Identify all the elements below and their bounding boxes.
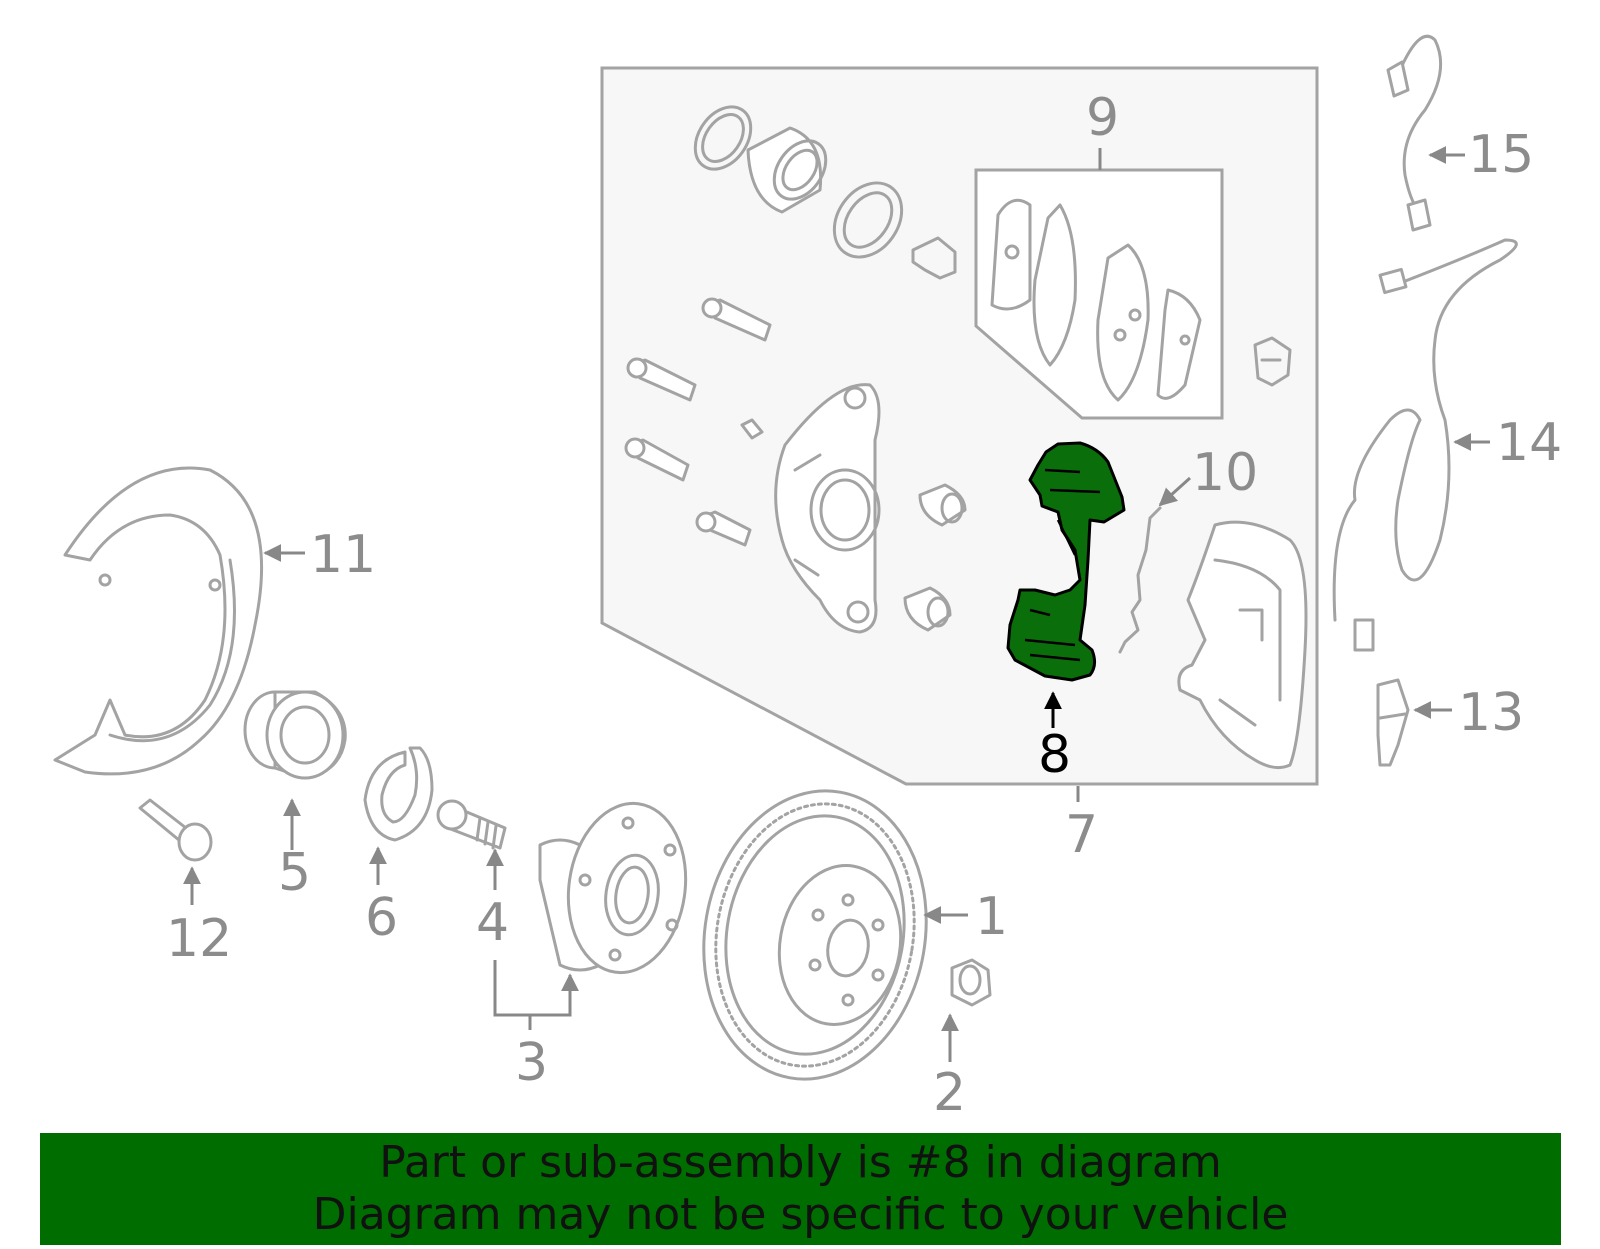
anti-rattle-spring bbox=[1118, 506, 1162, 654]
wheel-bearing bbox=[243, 690, 347, 780]
pad-clip bbox=[1253, 336, 1292, 387]
callout-labels: 1 2 3 4 5 6 7 8 9 10 11 12 13 14 15 bbox=[166, 88, 1562, 1123]
callout-6: 6 bbox=[365, 888, 398, 948]
banner-line-2: Diagram may not be specific to your vehi… bbox=[312, 1189, 1289, 1240]
callout-14: 14 bbox=[1496, 413, 1562, 473]
callout-13: 13 bbox=[1458, 683, 1524, 743]
abs-sensor-harness bbox=[1332, 238, 1518, 652]
dust-shield bbox=[53, 466, 264, 776]
callout-4: 4 bbox=[476, 893, 509, 953]
caliper-piston-parts bbox=[693, 105, 957, 280]
pin-boots bbox=[903, 483, 967, 632]
callout-10: 10 bbox=[1192, 443, 1258, 503]
abs-sensor bbox=[1376, 678, 1410, 767]
snap-ring bbox=[363, 746, 434, 842]
caliper-bracket-highlighted bbox=[1006, 441, 1126, 682]
banner-line-1: Part or sub-assembly is #8 in diagram bbox=[379, 1137, 1222, 1188]
callout-2: 2 bbox=[933, 1063, 966, 1123]
hub-bolt bbox=[436, 799, 507, 850]
wheel-stud bbox=[138, 798, 213, 862]
callout-11: 11 bbox=[310, 525, 376, 585]
brake-hose bbox=[1386, 34, 1443, 232]
wheel-hub bbox=[538, 801, 688, 975]
callout-3: 3 bbox=[515, 1033, 548, 1093]
callout-5: 5 bbox=[278, 843, 311, 903]
callout-12: 12 bbox=[166, 909, 232, 969]
info-banner: Part or sub-assembly is #8 in diagram Di… bbox=[40, 1133, 1561, 1245]
callout-9: 9 bbox=[1086, 88, 1119, 148]
callout-7: 7 bbox=[1065, 805, 1098, 865]
guide-pins bbox=[624, 297, 772, 547]
callout-8: 8 bbox=[1038, 725, 1071, 785]
hub-nut bbox=[950, 958, 992, 1007]
leader-lines bbox=[183, 146, 1490, 1062]
brake-pads bbox=[990, 198, 1202, 402]
brake-rotor bbox=[702, 789, 928, 1081]
caliper-body bbox=[1177, 520, 1308, 770]
caliper-housing bbox=[774, 383, 881, 634]
callout-15: 15 bbox=[1468, 125, 1534, 185]
callout-1: 1 bbox=[975, 887, 1008, 947]
